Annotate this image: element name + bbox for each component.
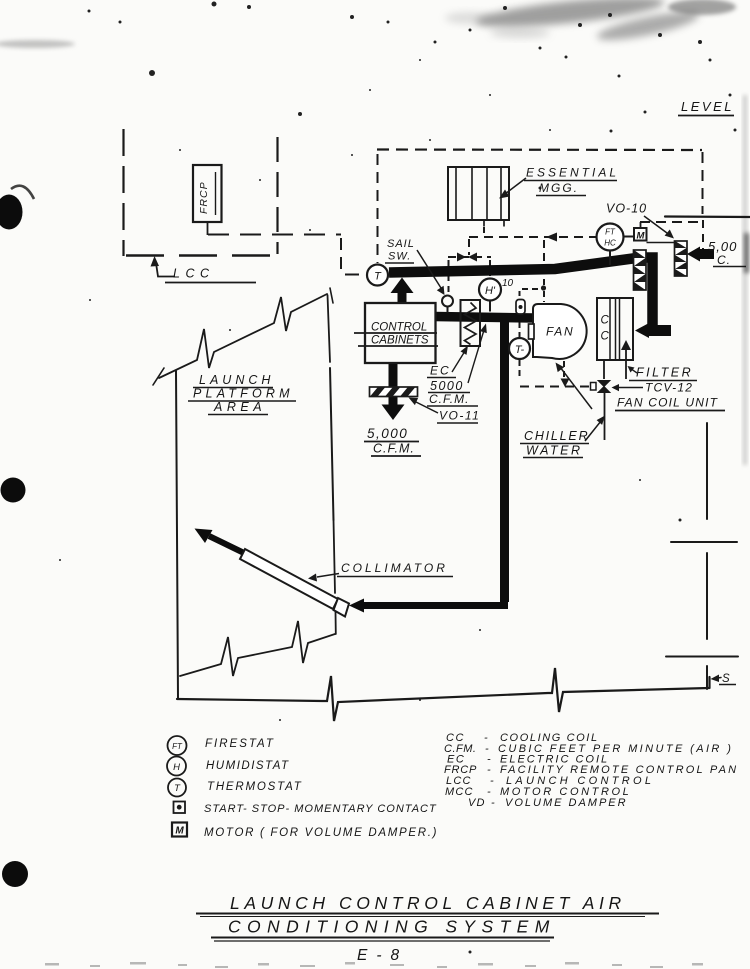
svg-text:E-8: E-8 xyxy=(357,947,408,964)
svg-text:-: - xyxy=(490,775,494,787)
svg-text:MOTOR CONTROL: MOTOR CONTROL xyxy=(500,786,631,798)
svg-text:PLATFORM: PLATFORM xyxy=(193,387,294,401)
svg-text:MCC: MCC xyxy=(445,786,474,798)
svg-text:AREA: AREA xyxy=(213,400,266,414)
svg-text:M: M xyxy=(637,231,646,242)
svg-text:CONDITIONING SYSTEM: CONDITIONING SYSTEM xyxy=(228,917,556,937)
svg-text:VO-10: VO-10 xyxy=(606,202,647,216)
svg-text:TCV-12: TCV-12 xyxy=(645,381,693,395)
svg-text:H': H' xyxy=(485,285,496,297)
svg-text:FAN COIL UNIT: FAN COIL UNIT xyxy=(617,396,719,410)
svg-text:CHILLER: CHILLER xyxy=(524,429,589,443)
svg-text:HC: HC xyxy=(604,239,616,248)
svg-text:FT: FT xyxy=(605,228,616,237)
svg-text:FT: FT xyxy=(172,742,183,751)
svg-text:CABINETS: CABINETS xyxy=(371,335,429,347)
svg-text:LCC: LCC xyxy=(446,775,472,787)
svg-text:-: - xyxy=(491,797,495,809)
svg-text:-: - xyxy=(487,764,491,776)
svg-text:T: T xyxy=(374,271,382,283)
svg-text:C.F.M.: C.F.M. xyxy=(429,392,469,406)
svg-text:-: - xyxy=(484,732,488,744)
svg-text:C: C xyxy=(601,315,610,327)
svg-text:-: - xyxy=(487,786,491,798)
svg-text:FILTER: FILTER xyxy=(636,366,693,380)
svg-text:MOTOR ( FOR VOLUME DAMPER.): MOTOR ( FOR VOLUME DAMPER.) xyxy=(204,827,438,839)
svg-text:CONTROL: CONTROL xyxy=(371,322,427,334)
svg-text:LEVEL: LEVEL xyxy=(681,99,734,114)
svg-text:5000: 5000 xyxy=(430,379,464,393)
svg-text:T-: T- xyxy=(515,344,525,356)
svg-text:CC: CC xyxy=(446,732,465,744)
svg-text:WATER: WATER xyxy=(526,444,582,458)
svg-text:HUMIDISTAT: HUMIDISTAT xyxy=(206,760,290,772)
svg-text:VOLUME DAMPER: VOLUME DAMPER xyxy=(505,797,628,809)
svg-text:VO-11: VO-11 xyxy=(439,409,480,423)
svg-text:SAIL: SAIL xyxy=(387,238,415,250)
svg-text:LAUNCH: LAUNCH xyxy=(199,373,274,387)
svg-text:LAUNCH CONTROL CABINET AIR: LAUNCH CONTROL CABINET AIR xyxy=(230,893,626,913)
svg-text:EC: EC xyxy=(430,364,451,378)
svg-text:START- STOP- MOMENTARY CONTACT: START- STOP- MOMENTARY CONTACT xyxy=(204,803,437,815)
svg-text:C.F.M.: C.F.M. xyxy=(373,442,415,456)
svg-text:FRCP: FRCP xyxy=(444,764,477,776)
svg-text:VD: VD xyxy=(468,797,486,809)
svg-text:M: M xyxy=(175,826,184,837)
svg-text:FIRESTAT: FIRESTAT xyxy=(205,738,275,750)
svg-text:C.: C. xyxy=(717,253,731,267)
svg-text:COLLIMATOR: COLLIMATOR xyxy=(341,561,448,575)
svg-text:SW.: SW. xyxy=(388,251,411,263)
svg-text:C.FM.: C.FM. xyxy=(444,743,476,755)
svg-text:FRCP: FRCP xyxy=(198,181,210,214)
svg-text:THERMOSTAT: THERMOSTAT xyxy=(207,781,303,793)
svg-text:FAN: FAN xyxy=(546,325,575,339)
svg-text:EC: EC xyxy=(447,754,465,766)
svg-text:MGG.: MGG. xyxy=(539,181,579,195)
svg-text:-: - xyxy=(487,754,491,766)
svg-text:5,00: 5,00 xyxy=(708,239,737,254)
svg-text:COOLING COIL: COOLING COIL xyxy=(500,732,599,744)
svg-text:CUBIC FEET PER MINUTE (AIR ): CUBIC FEET PER MINUTE (AIR ) xyxy=(498,743,733,755)
svg-text:H: H xyxy=(173,762,180,773)
svg-text:-: - xyxy=(485,743,489,755)
svg-text:10: 10 xyxy=(502,278,514,289)
svg-text:FACILITY REMOTE CONTROL PAN: FACILITY REMOTE CONTROL PAN xyxy=(500,764,738,776)
svg-text:LAUNCH CONTROL: LAUNCH CONTROL xyxy=(506,775,654,787)
svg-text:LCC: LCC xyxy=(173,267,215,281)
svg-text:C: C xyxy=(601,331,610,343)
svg-text:ELECTRIC COIL: ELECTRIC COIL xyxy=(500,754,609,766)
svg-text:ESSENTIAL: ESSENTIAL xyxy=(526,166,619,180)
svg-text:S: S xyxy=(722,673,731,685)
svg-text:T: T xyxy=(174,783,181,794)
svg-text:5,000: 5,000 xyxy=(367,426,408,441)
